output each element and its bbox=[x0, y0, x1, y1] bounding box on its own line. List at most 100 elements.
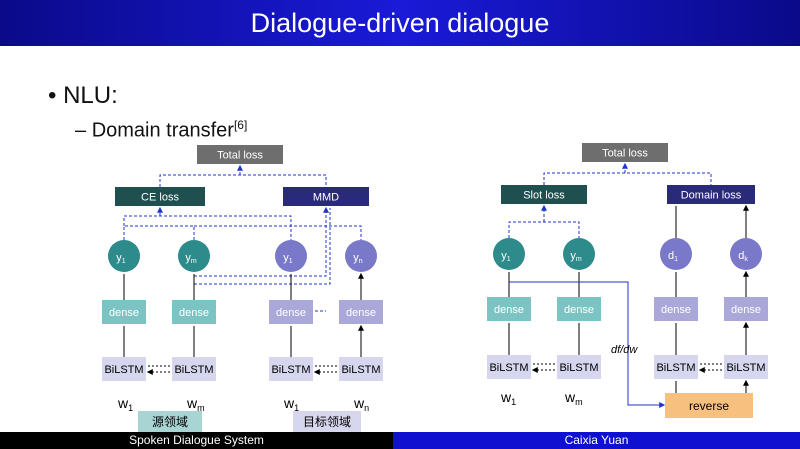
left-dense-3 bbox=[269, 300, 313, 324]
right-dk-circle bbox=[730, 238, 762, 270]
right-reverse-to-bilstm bbox=[675, 381, 746, 393]
right-dense-2-label: dense bbox=[564, 304, 594, 316]
left-ynb-circle bbox=[345, 240, 377, 272]
right-arrows-d-to-domain bbox=[675, 206, 746, 238]
left-dashed-to-total bbox=[159, 166, 327, 187]
right-y1-label: y1 bbox=[501, 250, 511, 263]
left-dense-4-label: dense bbox=[346, 307, 376, 319]
right-slot-loss-box bbox=[501, 185, 587, 204]
right-bilstm-3 bbox=[654, 355, 698, 379]
left-arrows-bilstm-to-dense bbox=[123, 326, 361, 357]
footer-right: Caixia Yuan bbox=[393, 432, 800, 449]
right-bilstm-1-label: BiLSTM bbox=[489, 362, 528, 374]
left-bilstm-4 bbox=[339, 357, 383, 381]
left-bilstm-2-label: BiLSTM bbox=[174, 364, 213, 376]
right-arrows-dense-to-circles bbox=[508, 272, 746, 297]
right-bilstm-3-label: BiLSTM bbox=[656, 362, 695, 374]
right-domain-loss-box bbox=[667, 185, 755, 204]
left-total-loss-label: Total loss bbox=[217, 150, 263, 162]
left-dense-2-label: dense bbox=[179, 307, 209, 319]
right-ym-label: ym bbox=[570, 250, 582, 263]
source-domain-label: 源领域 bbox=[152, 415, 188, 429]
right-bilstm-link-1 bbox=[533, 363, 555, 370]
slide-title: Dialogue-driven dialogue bbox=[250, 8, 550, 38]
left-bilstm-3 bbox=[269, 357, 313, 381]
left-bilstm-2 bbox=[172, 357, 216, 381]
right-diagram: Total loss Slot loss Domain loss y1 ym d… bbox=[487, 143, 768, 418]
left-y1b-label: y1 bbox=[283, 252, 293, 265]
right-dense-4 bbox=[724, 297, 768, 321]
citation-ref: [6] bbox=[233, 118, 248, 132]
footer-left: Spoken Dialogue System bbox=[0, 432, 393, 449]
left-mmd-label: MMD bbox=[313, 192, 339, 204]
left-bilstm-1 bbox=[102, 357, 146, 381]
left-bilstm-3-label: BiLSTM bbox=[271, 364, 310, 376]
right-dense-1-label: dense bbox=[494, 304, 524, 316]
left-bilstm-4-label: BiLSTM bbox=[341, 364, 380, 376]
right-bilstm-1 bbox=[487, 355, 531, 379]
title-bar bbox=[0, 0, 800, 46]
left-dense-3-label: dense bbox=[276, 307, 306, 319]
left-dense-1-label: dense bbox=[109, 307, 139, 319]
left-mmd-box bbox=[283, 187, 369, 206]
sub-bullet-text: Domain transfer bbox=[91, 119, 234, 142]
right-bilstm-4 bbox=[724, 355, 768, 379]
left-total-loss-box bbox=[197, 145, 283, 164]
left-yma-label: ym bbox=[185, 252, 197, 265]
source-domain-box bbox=[138, 411, 202, 432]
right-d1-label: d1 bbox=[668, 250, 678, 263]
right-dense-3-label: dense bbox=[661, 304, 691, 316]
right-dense-3 bbox=[654, 297, 698, 321]
right-bilstm-2 bbox=[557, 355, 601, 379]
right-dense-1 bbox=[487, 297, 531, 321]
right-total-loss-label: Total loss bbox=[602, 148, 648, 160]
target-domain-box bbox=[293, 411, 361, 432]
right-reverse-label: reverse bbox=[689, 399, 729, 413]
sub-bullet-domain-transfer: – Domain transfer[6] bbox=[75, 118, 248, 142]
left-wm: wm bbox=[186, 395, 205, 413]
right-gradient-path bbox=[509, 281, 666, 408]
left-diagram: Total loss CE loss MMD y1 ym y1 yn dense… bbox=[102, 145, 383, 432]
left-bilstm-link-2 bbox=[315, 365, 337, 372]
left-w1: w1 bbox=[117, 395, 133, 413]
left-dashed-to-mmd bbox=[194, 208, 331, 312]
left-y1a-circle bbox=[108, 240, 140, 272]
left-yma-circle bbox=[178, 240, 210, 272]
right-slot-loss-label: Slot loss bbox=[523, 190, 565, 202]
left-bilstm-link-1 bbox=[148, 365, 170, 372]
left-y1b-circle bbox=[275, 240, 307, 272]
right-bilstm-4-label: BiLSTM bbox=[726, 362, 765, 374]
right-dashed-to-slot bbox=[508, 206, 580, 238]
right-ym-circle bbox=[563, 238, 595, 270]
right-reverse-box bbox=[665, 393, 753, 418]
right-total-loss-box bbox=[582, 143, 668, 162]
left-wn: wn bbox=[353, 395, 369, 413]
right-domain-loss-label: Domain loss bbox=[681, 190, 742, 202]
right-dashed-to-total bbox=[543, 164, 712, 185]
bullet-nlu-text: NLU: bbox=[63, 82, 118, 109]
right-dense-2 bbox=[557, 297, 601, 321]
left-w1b: w1 bbox=[283, 395, 299, 413]
right-d1-circle bbox=[660, 238, 692, 270]
right-arrows-bilstm-to-dense bbox=[508, 323, 746, 355]
left-ce-loss-label: CE loss bbox=[141, 192, 179, 204]
right-bilstm-link-2 bbox=[700, 363, 722, 370]
left-ynb-label: yn bbox=[353, 252, 363, 265]
right-dfdw-label: df/dw bbox=[611, 344, 638, 356]
right-bilstm-2-label: BiLSTM bbox=[559, 362, 598, 374]
right-y1-circle bbox=[493, 238, 525, 270]
left-ce-loss-box bbox=[115, 187, 205, 206]
left-dense-4 bbox=[339, 300, 383, 324]
left-dense-2 bbox=[172, 300, 216, 324]
right-wm: wm bbox=[564, 389, 583, 407]
left-arrows-dense-to-y bbox=[123, 274, 361, 300]
right-dk-label: dk bbox=[738, 250, 748, 263]
right-w1: w1 bbox=[500, 389, 516, 407]
target-domain-label: 目标领域 bbox=[303, 415, 351, 429]
left-dashed-circles-to-ce bbox=[123, 208, 362, 240]
left-bilstm-1-label: BiLSTM bbox=[104, 364, 143, 376]
right-dense-4-label: dense bbox=[731, 304, 761, 316]
bullet-nlu: • NLU: bbox=[48, 82, 118, 109]
left-y1a-label: y1 bbox=[116, 252, 126, 265]
